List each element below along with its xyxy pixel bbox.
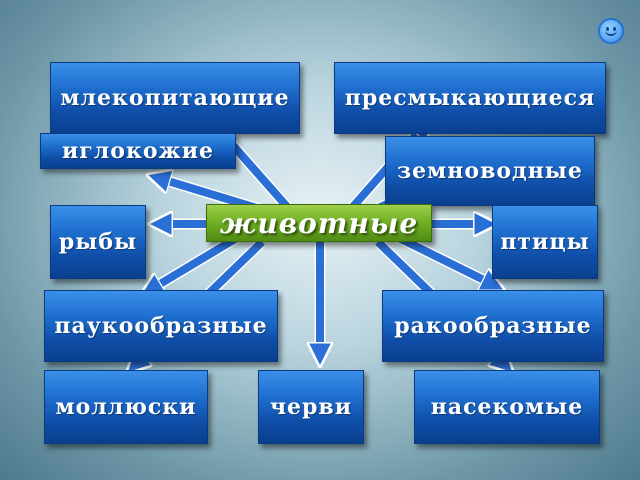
- node-crustaceans: ракообразные: [382, 290, 604, 362]
- node-insects: насекомые: [414, 370, 600, 444]
- node-reptiles: пресмыкающиеся: [334, 62, 606, 134]
- node-birds: птицы: [492, 205, 598, 279]
- arrow-to-arachnids: [150, 232, 243, 290]
- node-arachnids: паукообразные: [44, 290, 278, 362]
- center-node-animals: животные: [206, 204, 432, 242]
- node-echinoderms: иглокожие: [40, 133, 236, 169]
- node-fish: рыбы: [50, 205, 146, 279]
- smiley-icon: [598, 18, 624, 44]
- node-molluscs: моллюски: [44, 370, 208, 444]
- node-mammals: млекопитающие: [50, 62, 300, 134]
- node-amphibians: земноводные: [385, 136, 595, 206]
- node-worms: черви: [258, 370, 364, 444]
- arrow-to-crustaceans: [393, 232, 494, 285]
